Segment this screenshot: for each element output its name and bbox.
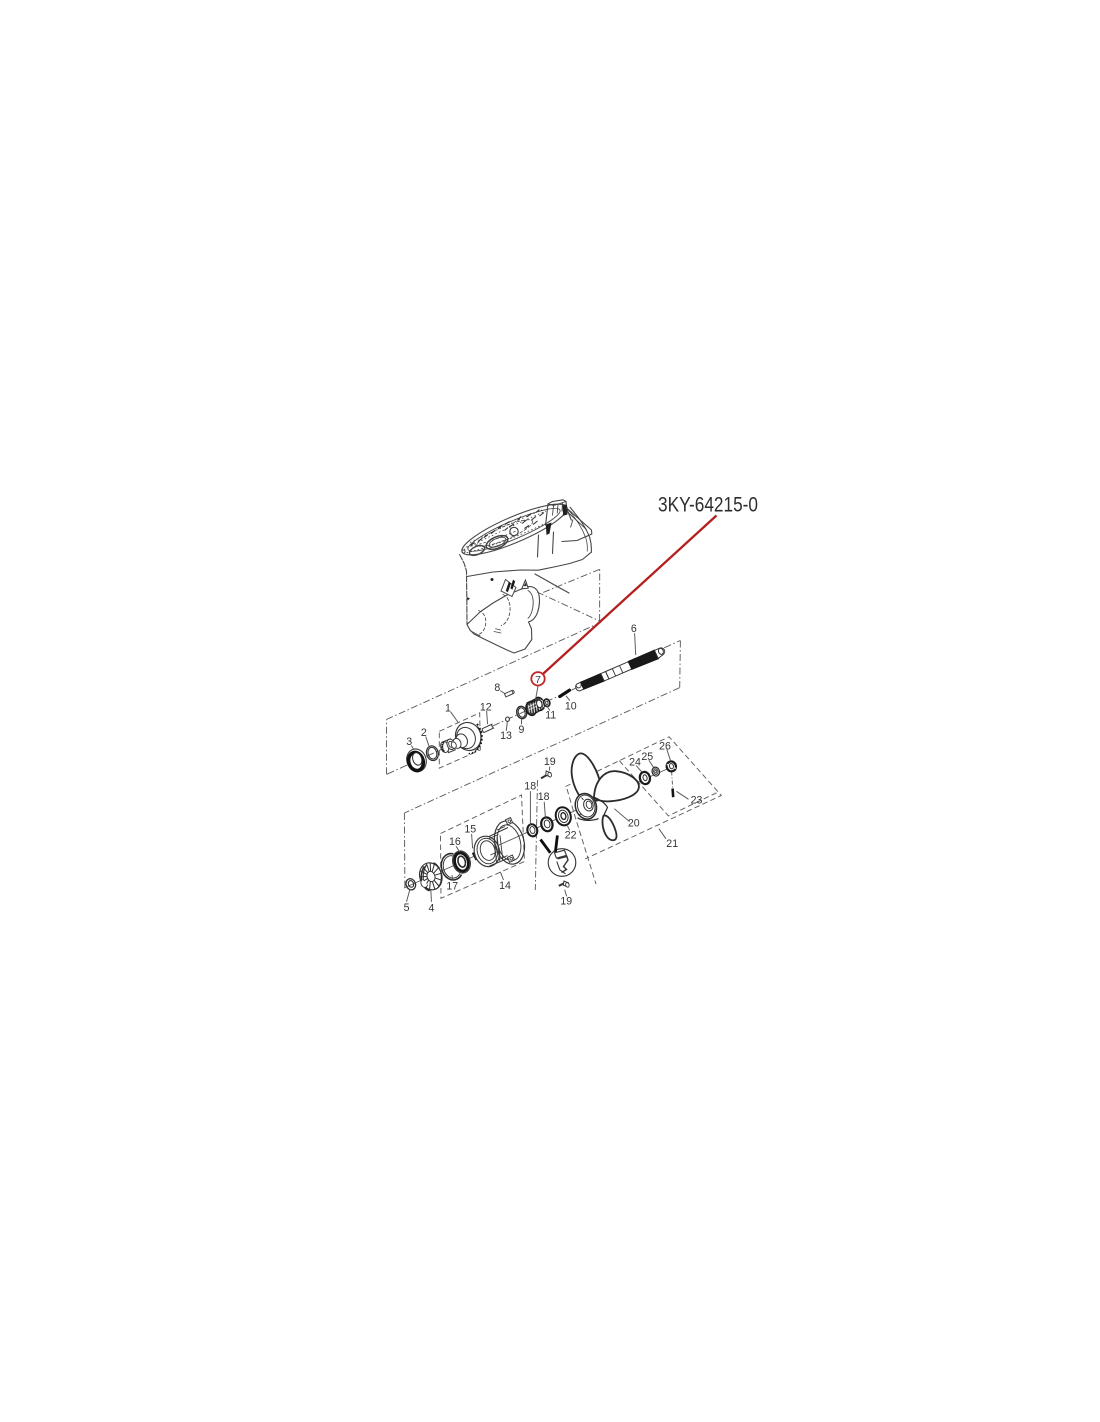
svg-text:19: 19 — [544, 756, 556, 768]
svg-text:9: 9 — [519, 724, 525, 736]
svg-text:23: 23 — [691, 795, 703, 807]
svg-text:12: 12 — [480, 702, 492, 714]
svg-text:11: 11 — [545, 710, 556, 722]
svg-text:3KY-64215-0: 3KY-64215-0 — [658, 494, 758, 517]
svg-text:26: 26 — [659, 740, 671, 752]
svg-text:7: 7 — [535, 674, 541, 686]
svg-text:8: 8 — [494, 682, 500, 694]
svg-text:17: 17 — [446, 880, 458, 892]
svg-text:2: 2 — [421, 727, 427, 739]
svg-text:22: 22 — [565, 830, 577, 842]
svg-text:18: 18 — [538, 791, 550, 803]
svg-text:6: 6 — [631, 623, 637, 635]
svg-text:10: 10 — [565, 700, 577, 712]
svg-text:15: 15 — [464, 823, 476, 835]
svg-text:25: 25 — [641, 751, 653, 763]
svg-text:3: 3 — [406, 736, 412, 748]
svg-text:16: 16 — [449, 836, 461, 848]
svg-text:1: 1 — [445, 702, 451, 714]
svg-text:13: 13 — [500, 730, 512, 742]
svg-text:24: 24 — [629, 756, 641, 768]
svg-text:19: 19 — [560, 896, 572, 908]
svg-text:14: 14 — [499, 880, 511, 892]
svg-text:4: 4 — [429, 903, 435, 915]
svg-text:5: 5 — [404, 902, 410, 914]
svg-text:21: 21 — [666, 838, 678, 850]
svg-text:18: 18 — [524, 781, 536, 793]
svg-text:20: 20 — [628, 818, 640, 830]
